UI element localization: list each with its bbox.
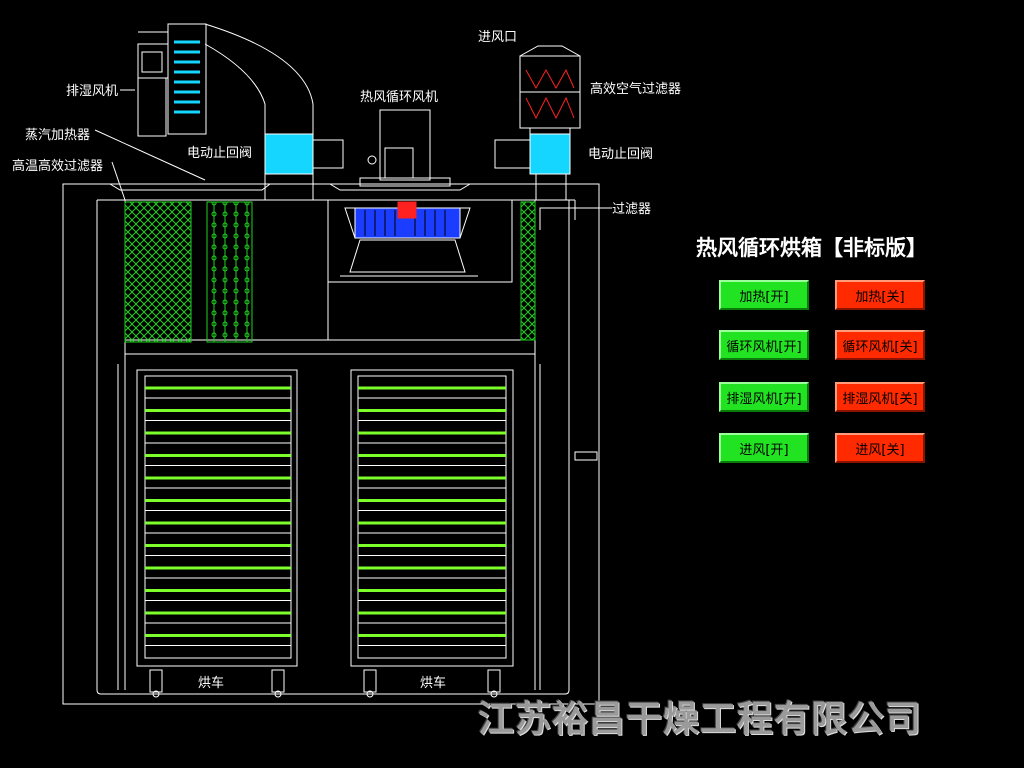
label-inlet: 进风口 <box>478 30 518 45</box>
exhaust-fan-off-button[interactable]: 排湿风机[关] <box>835 382 925 412</box>
exhaust-fan-on-button[interactable]: 排湿风机[开] <box>719 382 809 412</box>
cart-left <box>136 369 298 667</box>
label-cart-right: 烘车 <box>420 676 447 691</box>
heat-on-button[interactable]: 加热[开] <box>719 280 809 310</box>
heat-off-button[interactable]: 加热[关] <box>835 280 925 310</box>
label-high-temp-filter: 高温高效过滤器 <box>12 159 104 174</box>
inlet-off-button[interactable]: 进风[关] <box>835 433 925 463</box>
oven-body <box>62 183 600 705</box>
label-circulation-fan: 热风循环风机 <box>360 90 439 105</box>
inlet-on-button[interactable]: 进风[开] <box>719 433 809 463</box>
label-cart-left: 烘车 <box>198 676 225 691</box>
circulation-fan-off-button[interactable]: 循环风机[关] <box>835 330 925 360</box>
right-filter <box>520 201 536 341</box>
page-title: 热风循环烘箱【非标版】 <box>696 236 927 260</box>
label-filter: 过滤器 <box>612 202 652 217</box>
circulation-fan-on-button[interactable]: 循环风机[开] <box>719 330 809 360</box>
label-steam-heater: 蒸汽加热器 <box>25 128 91 143</box>
label-motor-valve-right: 电动止回阀 <box>588 147 654 162</box>
high-temp-filter <box>124 201 192 343</box>
cart-right <box>350 369 514 667</box>
left-motor-valve <box>264 133 314 175</box>
label-exhaust-fan: 排湿风机 <box>66 84 119 99</box>
label-hepa-filter: 高效空气过滤器 <box>590 82 682 97</box>
right-motor-valve <box>529 133 571 175</box>
label-motor-valve-left: 电动止回阀 <box>187 146 253 161</box>
company-name: 江苏裕昌干燥工程有限公司 <box>478 699 923 740</box>
steam-heater <box>206 201 253 343</box>
